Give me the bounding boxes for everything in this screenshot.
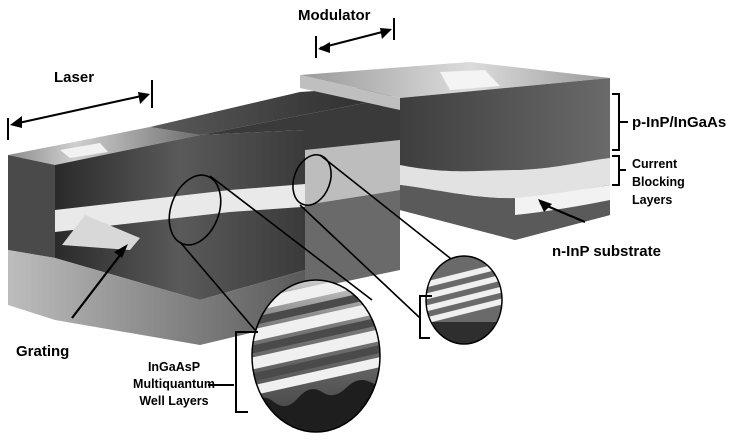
grating-region — [62, 215, 140, 250]
laser-front-face — [8, 155, 55, 258]
modulator-dimension — [315, 18, 395, 58]
modulator-active-layer — [515, 185, 610, 215]
mqw-layer-4 — [252, 356, 380, 396]
modulator-label: Modulator — [298, 7, 371, 24]
mqw-brackets — [235, 295, 432, 413]
laser-dimension — [7, 80, 153, 140]
modulator-zoom-circle — [425, 255, 503, 345]
grating-label: Grating — [16, 343, 69, 360]
p-cladding-label: p-InP/InGaAs — [632, 114, 726, 131]
substrate-label: n-InP substrate — [552, 243, 661, 260]
mqw-layer-3 — [252, 328, 380, 370]
big-circle-outline — [251, 279, 381, 433]
mqw-barrier-3 — [252, 344, 380, 382]
ridge-lower-layer — [305, 190, 400, 290]
mqw-barrier-2 — [252, 316, 380, 354]
ridge-cladding-layer — [305, 140, 400, 205]
current-blocking-label-2: Blocking — [632, 175, 685, 189]
laser-top-face — [8, 127, 200, 165]
laser-label: Laser — [54, 69, 94, 86]
small-circle-outline — [425, 255, 503, 345]
mqw-label-3: Well Layers — [139, 394, 208, 408]
modulator-section — [300, 62, 610, 240]
mqw-label-2: Multiquantum — [133, 377, 215, 391]
zoom-connectors — [168, 154, 456, 331]
laser-waveguide-layer — [55, 182, 330, 232]
current-blocking-layer-band — [400, 158, 610, 199]
current-blocking-label-1: Current — [632, 157, 678, 171]
mqw-barrier-1 — [252, 288, 380, 326]
current-blocking-label-3: Layers — [632, 193, 672, 207]
pointer-lines — [71, 199, 586, 319]
right-brackets — [612, 93, 628, 186]
laser-substrate — [8, 250, 305, 345]
laser-contact-pad — [60, 143, 108, 158]
mqw-label-1: InGaAsP — [148, 360, 200, 374]
modulator-contact-pad — [440, 70, 500, 90]
modulator-left-edge — [300, 75, 400, 110]
ridge-section — [150, 84, 420, 290]
mqw-layer-2 — [252, 300, 380, 342]
